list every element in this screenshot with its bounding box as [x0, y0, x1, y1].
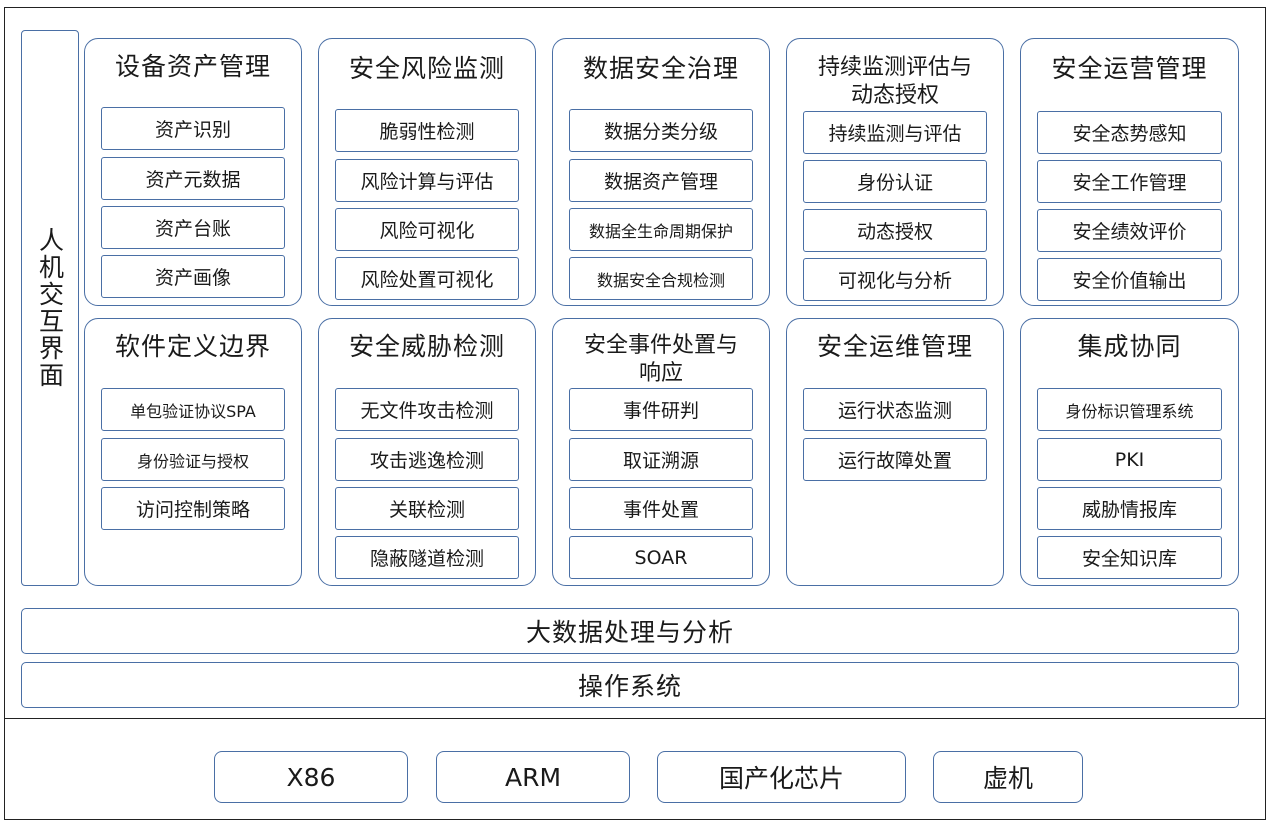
- module-title: 设备资产管理: [114, 52, 271, 81]
- module-title: 安全风险监测: [348, 54, 505, 83]
- module-item: 数据分类分级: [569, 109, 753, 152]
- module-item: 脆弱性检测: [335, 109, 519, 152]
- module-title: 安全运营管理: [1051, 54, 1208, 83]
- module-item: 可视化与分析: [803, 258, 987, 301]
- module-item: 事件处置: [569, 487, 753, 530]
- module-item: 安全绩效评价: [1037, 209, 1222, 252]
- module-item: 数据安全合规检测: [569, 257, 753, 300]
- module-title: 集成协同: [1077, 332, 1182, 361]
- module-item: 身份验证与授权: [101, 438, 285, 481]
- module-security-operations: 安全运营管理 安全态势感知 安全工作管理 安全绩效评价 安全价值输出: [1020, 38, 1239, 306]
- module-device-asset: 设备资产管理 资产识别 资产元数据 资产台账 资产画像: [84, 38, 302, 306]
- module-title-line2: 动态授权: [850, 83, 939, 108]
- module-item: 隐蔽隧道检测: [335, 536, 519, 579]
- module-item: 取证溯源: [569, 438, 753, 481]
- module-item: 单包验证协议SPA: [101, 388, 285, 431]
- hmi-panel: 人机交互界面: [21, 30, 79, 586]
- module-item: 风险计算与评估: [335, 159, 519, 202]
- module-item: 无文件攻击检测: [335, 388, 519, 431]
- module-item: 资产元数据: [101, 157, 285, 200]
- big-data-layer: 大数据处理与分析: [21, 608, 1239, 654]
- hardware-divider: [4, 718, 1266, 719]
- module-item: PKI: [1037, 438, 1222, 481]
- module-item: 关联检测: [335, 487, 519, 530]
- module-item: 威胁情报库: [1037, 487, 1222, 530]
- module-item: 攻击逃逸检测: [335, 438, 519, 481]
- module-item: 身份认证: [803, 160, 987, 203]
- module-title-line1: 安全事件处置与: [583, 333, 738, 358]
- module-integration: 集成协同 身份标识管理系统 PKI 威胁情报库 安全知识库: [1020, 318, 1239, 586]
- module-item: 安全价值输出: [1037, 258, 1222, 301]
- module-item: 身份标识管理系统: [1037, 388, 1222, 431]
- os-layer: 操作系统: [21, 662, 1239, 708]
- module-title: 数据安全治理: [582, 54, 739, 83]
- module-title: 安全运维管理: [816, 332, 973, 361]
- hardware-x86: X86: [214, 751, 408, 803]
- hardware-vm: 虚机: [933, 751, 1083, 803]
- module-sdp: 软件定义边界 单包验证协议SPA 身份验证与授权 访问控制策略: [84, 318, 302, 586]
- module-item: 安全工作管理: [1037, 160, 1222, 203]
- module-risk-monitoring: 安全风险监测 脆弱性检测 风险计算与评估 风险可视化 风险处置可视化: [318, 38, 536, 306]
- module-item: 事件研判: [569, 388, 753, 431]
- module-item: 资产画像: [101, 255, 285, 298]
- module-data-security: 数据安全治理 数据分类分级 数据资产管理 数据全生命周期保护 数据安全合规检测: [552, 38, 770, 306]
- module-ops-maintenance: 安全运维管理 运行状态监测 运行故障处置: [786, 318, 1004, 586]
- module-threat-detection: 安全威胁检测 无文件攻击检测 攻击逃逸检测 关联检测 隐蔽隧道检测: [318, 318, 536, 586]
- module-item: 运行状态监测: [803, 388, 987, 431]
- module-item: 安全态势感知: [1037, 111, 1222, 154]
- hardware-arm: ARM: [436, 751, 630, 803]
- module-title: 安全威胁检测: [348, 332, 505, 361]
- module-item: 持续监测与评估: [803, 111, 987, 154]
- module-item: 安全知识库: [1037, 536, 1222, 579]
- outer-frame: [4, 7, 1266, 820]
- module-item: 数据全生命周期保护: [569, 208, 753, 251]
- module-item: 数据资产管理: [569, 159, 753, 202]
- hardware-domestic-chip: 国产化芯片: [657, 751, 906, 803]
- module-item: 风险可视化: [335, 208, 519, 251]
- module-item: 资产识别: [101, 107, 285, 150]
- module-item: 动态授权: [803, 209, 987, 252]
- module-item: 运行故障处置: [803, 438, 987, 481]
- module-incident-response: 安全事件处置与 响应 事件研判 取证溯源 事件处置 SOAR: [552, 318, 770, 586]
- module-title-line1: 持续监测评估与: [817, 55, 972, 80]
- module-title-line2: 响应: [638, 361, 683, 386]
- module-item: 风险处置可视化: [335, 257, 519, 300]
- module-item: 资产台账: [101, 206, 285, 249]
- module-title: 软件定义边界: [114, 332, 271, 361]
- module-continuous-monitoring: 持续监测评估与 动态授权 持续监测与评估 身份认证 动态授权 可视化与分析: [786, 38, 1004, 306]
- hmi-label: 人机交互界面: [35, 227, 65, 389]
- module-item: 访问控制策略: [101, 487, 285, 530]
- module-item: SOAR: [569, 536, 753, 579]
